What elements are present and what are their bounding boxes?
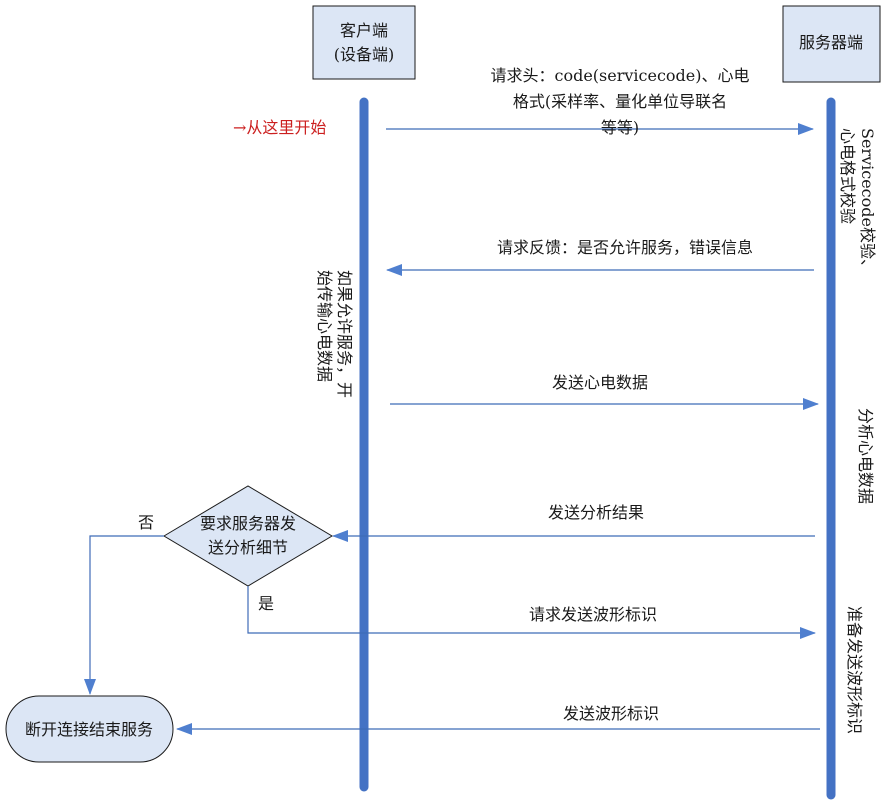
client-box-title: 客户端 — [340, 21, 388, 40]
send-analysis-label: 发送分析结果 — [548, 503, 644, 522]
decision-diamond: 要求服务器发 送分析细节 — [163, 485, 333, 587]
yes-label: 是 — [258, 594, 274, 613]
client-box-subtitle: (设备端) — [334, 45, 395, 64]
client-note-start-transmit: 如果允许服务，开 始传输心电数据 — [315, 270, 354, 398]
request-head-label-line2: 格式(采样率、量化单位导联名 — [513, 92, 727, 111]
server-note-analyze: 分析心电数据 — [856, 408, 875, 504]
terminal-label: 断开连接结束服务 — [25, 720, 153, 739]
request-head-label-line3: 等等) — [601, 118, 639, 137]
request-waveform-arrow — [247, 586, 816, 639]
send-ecg-label: 发送心电数据 — [552, 373, 648, 392]
svg-text:如果允许服务，开: 如果允许服务，开 — [335, 270, 354, 398]
request-head-label-line1: 请求头：code(servicecode)、心电 — [490, 66, 749, 85]
terminal-end-service: 断开连接结束服务 — [5, 695, 174, 763]
svg-text:心电格式校验: 心电格式校验 — [838, 128, 857, 224]
decision-text-line2: 送分析细节 — [208, 538, 288, 557]
svg-text:分析心电数据: 分析心电数据 — [856, 408, 875, 504]
no-label: 否 — [138, 513, 154, 532]
no-branch-arrow — [84, 535, 164, 695]
svg-text:始传输心电数据: 始传输心电数据 — [315, 270, 334, 382]
decision-text-line1: 要求服务器发 — [200, 514, 296, 533]
start-label: →从这里开始 — [233, 118, 326, 137]
request-feedback-label: 请求反馈：是否允许服务，错误信息 — [497, 238, 753, 257]
server-box-title: 服务器端 — [799, 33, 863, 52]
svg-text:Servicecode校验、: Servicecode校验、 — [858, 128, 877, 275]
client-box: 客户端 (设备端) — [312, 5, 416, 80]
svg-text:准备发送波形标识: 准备发送波形标识 — [845, 606, 864, 734]
send-waveform-label: 发送波形标识 — [563, 704, 659, 723]
server-note-verify: Servicecode校验、 心电格式校验 — [838, 128, 877, 275]
server-box: 服务器端 — [782, 5, 881, 83]
server-note-prepare-waveform: 准备发送波形标识 — [845, 606, 864, 734]
request-waveform-label: 请求发送波形标识 — [529, 605, 657, 624]
